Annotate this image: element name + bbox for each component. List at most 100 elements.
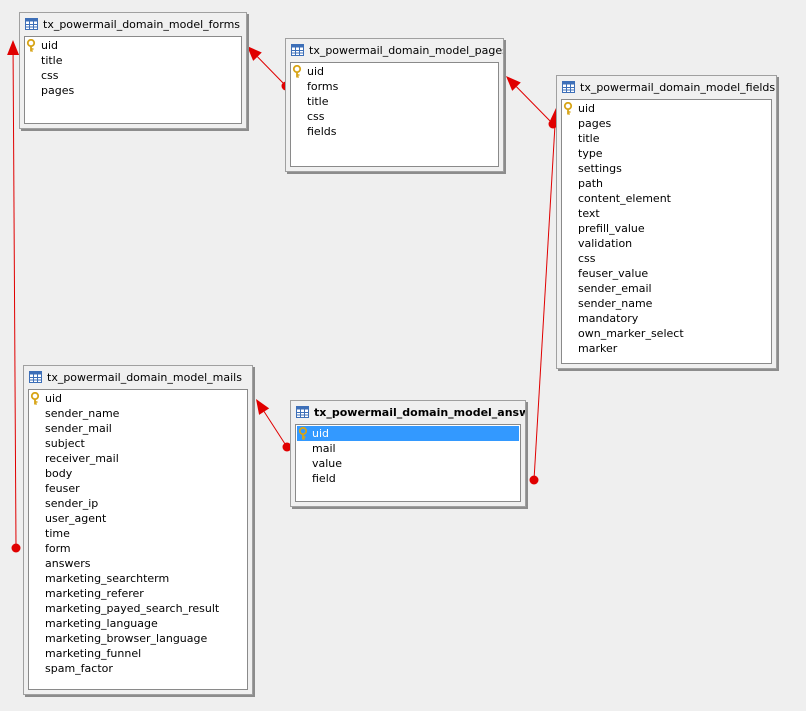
table-mails[interactable]: tx_powermail_domain_model_mails uid sende… bbox=[23, 365, 253, 695]
table-fields-header[interactable]: tx_powermail_domain_model_fields bbox=[557, 76, 776, 98]
field-row[interactable]: uid bbox=[291, 64, 498, 79]
field-label: sender_ip bbox=[45, 497, 99, 510]
field-row[interactable]: field bbox=[296, 471, 520, 486]
table-pages-title: tx_powermail_domain_model_pages bbox=[309, 43, 503, 57]
field-label: fields bbox=[307, 125, 337, 138]
field-label: css bbox=[307, 110, 325, 123]
field-label: subject bbox=[45, 437, 85, 450]
field-label: uid bbox=[45, 392, 63, 405]
field-row[interactable]: text bbox=[562, 206, 771, 221]
field-row[interactable]: marketing_language bbox=[29, 616, 247, 631]
field-row[interactable]: marketing_browser_language bbox=[29, 631, 247, 646]
field-row[interactable]: marketing_funnel bbox=[29, 646, 247, 661]
primary-key-icon bbox=[298, 427, 308, 440]
field-label: marker bbox=[578, 342, 618, 355]
field-row[interactable]: value bbox=[296, 456, 520, 471]
field-row[interactable]: spam_factor bbox=[29, 661, 247, 676]
field-row[interactable]: css bbox=[25, 68, 241, 83]
field-row[interactable]: body bbox=[29, 466, 247, 481]
field-row[interactable]: pages bbox=[562, 116, 771, 131]
field-label: type bbox=[578, 147, 603, 160]
field-row[interactable]: type bbox=[562, 146, 771, 161]
table-icon bbox=[562, 81, 575, 93]
field-row[interactable]: validation bbox=[562, 236, 771, 251]
field-row[interactable]: sender_email bbox=[562, 281, 771, 296]
field-row[interactable]: content_element bbox=[562, 191, 771, 206]
relation-answer-mails[interactable] bbox=[256, 399, 292, 452]
field-row[interactable]: prefill_value bbox=[562, 221, 771, 236]
table-forms-header[interactable]: tx_powermail_domain_model_forms bbox=[20, 13, 246, 35]
field-row[interactable]: css bbox=[291, 109, 498, 124]
field-row[interactable]: subject bbox=[29, 436, 247, 451]
field-label: css bbox=[578, 252, 596, 265]
field-row[interactable]: forms bbox=[291, 79, 498, 94]
field-label: mandatory bbox=[578, 312, 639, 325]
table-mails-title: tx_powermail_domain_model_mails bbox=[47, 370, 242, 384]
field-row[interactable]: sender_ip bbox=[29, 496, 247, 511]
field-row[interactable]: sender_name bbox=[562, 296, 771, 311]
field-label: marketing_language bbox=[45, 617, 158, 630]
field-row[interactable]: mandatory bbox=[562, 311, 771, 326]
field-row[interactable]: receiver_mail bbox=[29, 451, 247, 466]
field-row[interactable]: marketing_searchterm bbox=[29, 571, 247, 586]
field-row[interactable]: uid bbox=[297, 426, 519, 441]
field-row[interactable]: sender_mail bbox=[29, 421, 247, 436]
field-row[interactable]: form bbox=[29, 541, 247, 556]
field-label: mail bbox=[312, 442, 336, 455]
field-label: prefill_value bbox=[578, 222, 645, 235]
field-row[interactable]: uid bbox=[29, 391, 247, 406]
field-label: uid bbox=[307, 65, 325, 78]
field-label: answers bbox=[45, 557, 91, 570]
field-row[interactable]: fields bbox=[291, 124, 498, 139]
field-row[interactable]: own_marker_select bbox=[562, 326, 771, 341]
field-row[interactable]: uid bbox=[562, 101, 771, 116]
field-label: sender_mail bbox=[45, 422, 112, 435]
field-row[interactable]: marketing_referer bbox=[29, 586, 247, 601]
field-row[interactable]: feuser_value bbox=[562, 266, 771, 281]
field-row[interactable]: marketing_payed_search_result bbox=[29, 601, 247, 616]
arrowhead bbox=[7, 40, 20, 56]
relation-fields-pages[interactable] bbox=[506, 76, 558, 129]
arrowhead bbox=[256, 399, 270, 415]
field-row[interactable]: mail bbox=[296, 441, 520, 456]
field-label: title bbox=[307, 95, 329, 108]
field-row[interactable]: feuser bbox=[29, 481, 247, 496]
table-pages-header[interactable]: tx_powermail_domain_model_pages bbox=[286, 39, 503, 61]
relation-pages-forms[interactable] bbox=[247, 46, 291, 91]
field-row[interactable]: title bbox=[25, 53, 241, 68]
field-row[interactable]: marker bbox=[562, 341, 771, 356]
table-mails-header[interactable]: tx_powermail_domain_model_mails bbox=[24, 366, 252, 388]
field-row[interactable]: user_agent bbox=[29, 511, 247, 526]
table-answer-header[interactable]: tx_powermail_domain_model_answer bbox=[291, 401, 525, 423]
field-label: content_element bbox=[578, 192, 671, 205]
field-label: time bbox=[45, 527, 70, 540]
field-label: field bbox=[312, 472, 336, 485]
field-row[interactable]: path bbox=[562, 176, 771, 191]
field-label: uid bbox=[578, 102, 596, 115]
field-label: sender_name bbox=[45, 407, 120, 420]
field-row[interactable]: pages bbox=[25, 83, 241, 98]
field-row[interactable]: title bbox=[562, 131, 771, 146]
field-label: title bbox=[41, 54, 63, 67]
field-label: title bbox=[578, 132, 600, 145]
field-label: own_marker_select bbox=[578, 327, 684, 340]
field-row[interactable]: answers bbox=[29, 556, 247, 571]
field-row[interactable]: uid bbox=[25, 38, 241, 53]
field-label: marketing_funnel bbox=[45, 647, 142, 660]
field-row[interactable]: sender_name bbox=[29, 406, 247, 421]
field-row[interactable]: title bbox=[291, 94, 498, 109]
primary-key-icon bbox=[292, 65, 302, 78]
field-row[interactable]: time bbox=[29, 526, 247, 541]
field-row[interactable]: settings bbox=[562, 161, 771, 176]
field-row[interactable]: css bbox=[562, 251, 771, 266]
field-label: user_agent bbox=[45, 512, 107, 525]
